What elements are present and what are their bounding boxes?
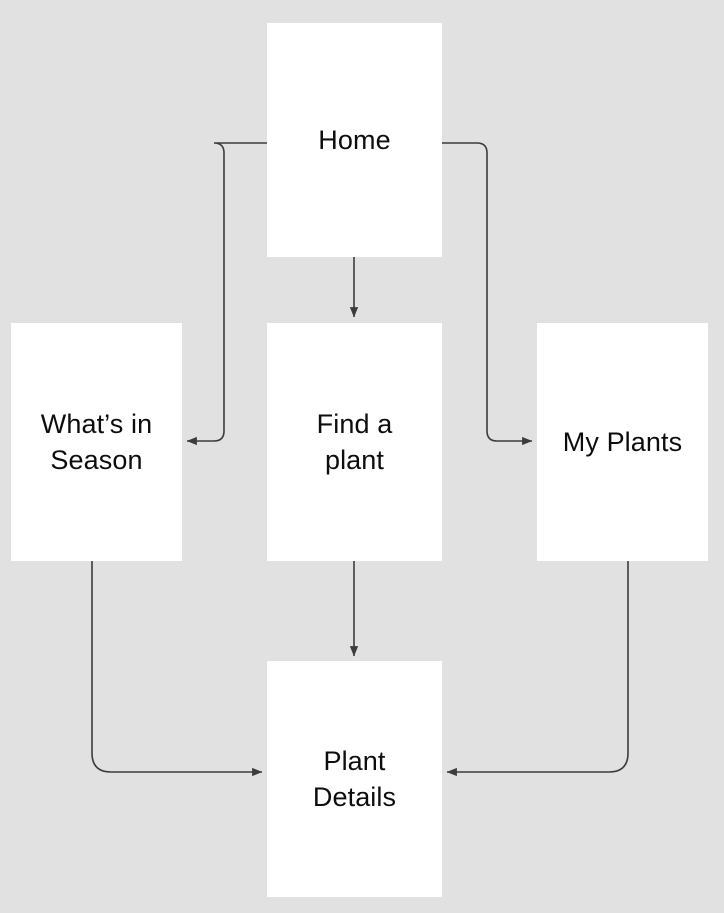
- node-my-plants-label: My Plants: [562, 427, 683, 457]
- edge-whats-in-season-to-plant-details: [91, 561, 263, 777]
- node-whats-in-season-label: What’s in Season: [40, 409, 153, 475]
- node-find-a-plant[interactable]: Find a plant: [267, 323, 442, 561]
- node-plant-details[interactable]: Plant Details: [267, 661, 442, 897]
- node-home[interactable]: Home: [267, 23, 442, 257]
- edge-my-plants-to-plant-details: [446, 561, 629, 777]
- edge-home-to-my-plants: [442, 142, 533, 446]
- edge-home-to-whats-in-season: [186, 142, 267, 446]
- node-plant-details-label: Plant Details: [312, 746, 397, 812]
- node-whats-in-season[interactable]: What’s in Season: [11, 323, 182, 561]
- node-home-label: Home: [318, 125, 391, 155]
- node-my-plants[interactable]: My Plants: [537, 323, 708, 561]
- node-find-a-plant-label: Find a plant: [316, 409, 393, 475]
